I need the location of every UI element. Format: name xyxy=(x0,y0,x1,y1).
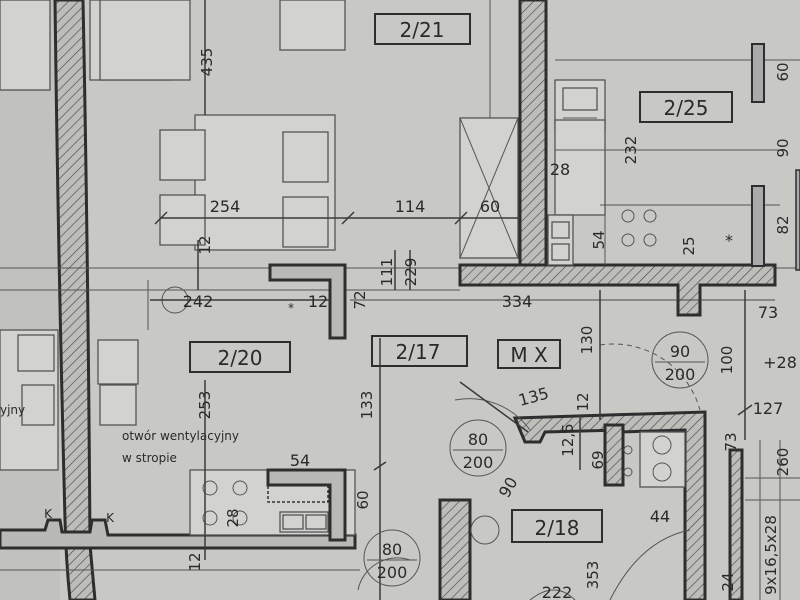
dim-12-5: 12,5 xyxy=(559,423,577,456)
mx-label: M X xyxy=(510,343,548,367)
room-label-2-17: 2/17 xyxy=(396,340,441,364)
dim-222: 222 xyxy=(542,583,573,600)
room-2-21-furniture xyxy=(99,0,519,259)
dim-plus-28: +28 xyxy=(763,353,797,372)
mx-box xyxy=(497,339,561,369)
dim-69: 69 xyxy=(589,450,607,469)
middle-horizontal-wall xyxy=(458,263,777,317)
room-label-2-20: 2/20 xyxy=(218,346,263,370)
door2-width: 80 xyxy=(468,430,488,449)
dim-25: 25 xyxy=(680,236,698,255)
dim-12-a: 12 xyxy=(196,235,214,254)
dim-133: 133 xyxy=(358,391,376,420)
door1-height: 200 xyxy=(665,365,696,384)
dim-82: 82 xyxy=(774,215,792,234)
dim-90-right: 90 xyxy=(774,138,792,157)
dim-60-top: 60 xyxy=(480,197,500,216)
k-marker-left: K xyxy=(44,507,53,521)
room-2-21-box xyxy=(374,13,471,45)
right-side-structure xyxy=(728,440,800,600)
star-mark: * xyxy=(725,231,733,250)
left-wall xyxy=(53,0,97,600)
dim-114: 114 xyxy=(395,197,426,216)
door3-height: 200 xyxy=(377,563,408,582)
dim-334: 334 xyxy=(502,292,533,311)
dim-54-b: 54 xyxy=(290,451,310,470)
dim-12-c: 12 xyxy=(574,392,592,411)
dimension-lines xyxy=(150,0,775,560)
room-2-17-box xyxy=(371,335,468,367)
dim-435: 435 xyxy=(198,48,216,77)
dim-260: 260 xyxy=(774,448,792,477)
dim-242: 242 xyxy=(183,292,214,311)
room-2-20-fixtures xyxy=(189,468,356,542)
dim-127: 127 xyxy=(753,399,784,418)
room-2-25-fixtures xyxy=(547,43,800,271)
bottom-left-wall xyxy=(0,518,357,550)
door-swings xyxy=(357,343,701,591)
dim-12-b: 12 xyxy=(308,292,328,311)
dim-111: 111 xyxy=(378,258,396,287)
room-2-18-box xyxy=(511,509,603,543)
room-label-2-18: 2/18 xyxy=(535,516,580,540)
door3-width: 80 xyxy=(382,540,402,559)
side-text: yjny xyxy=(0,403,25,417)
k-marker-right: K xyxy=(106,511,115,525)
stair-dimension: 9x16,5x28 xyxy=(762,515,780,595)
dim-100: 100 xyxy=(718,346,736,375)
door-label-1 xyxy=(651,331,709,389)
dim-44: 44 xyxy=(650,507,670,526)
door-label-3 xyxy=(363,529,421,587)
dim-54-a: 54 xyxy=(590,230,608,249)
dim-24: 24 xyxy=(719,572,737,591)
dim-60-bottom: 60 xyxy=(354,490,372,509)
door1-width: 90 xyxy=(670,342,690,361)
dim-73-a: 73 xyxy=(758,303,778,322)
room-2-20-box xyxy=(189,341,291,373)
dim-12-d: 12 xyxy=(186,552,204,571)
dim-353: 353 xyxy=(584,561,602,590)
room-label-2-25: 2/25 xyxy=(664,96,709,120)
door-label-2 xyxy=(449,419,507,477)
dim-73-b: 73 xyxy=(722,432,740,451)
door2-height: 200 xyxy=(463,453,494,472)
stub-wall xyxy=(268,263,347,340)
dim-28-b: 28 xyxy=(224,508,242,527)
room-2-25-box xyxy=(639,91,733,123)
dim-130: 130 xyxy=(578,326,596,355)
vent-note-line2: w stropie xyxy=(122,451,177,465)
dim-253: 253 xyxy=(196,391,214,420)
dim-60-right: 60 xyxy=(774,62,792,81)
dim-229: 229 xyxy=(402,258,420,287)
star-mark-2: * xyxy=(288,301,294,315)
dim-254: 254 xyxy=(210,197,241,216)
vent-note-line1: otwór wentylacyjny xyxy=(122,429,239,443)
room-label-2-21: 2/21 xyxy=(400,18,445,42)
dim-28-a: 28 xyxy=(550,160,570,179)
center-vertical-wall xyxy=(518,0,548,267)
dim-232: 232 xyxy=(622,136,640,165)
dim-72: 72 xyxy=(351,290,369,309)
bathroom-walls xyxy=(438,410,707,600)
